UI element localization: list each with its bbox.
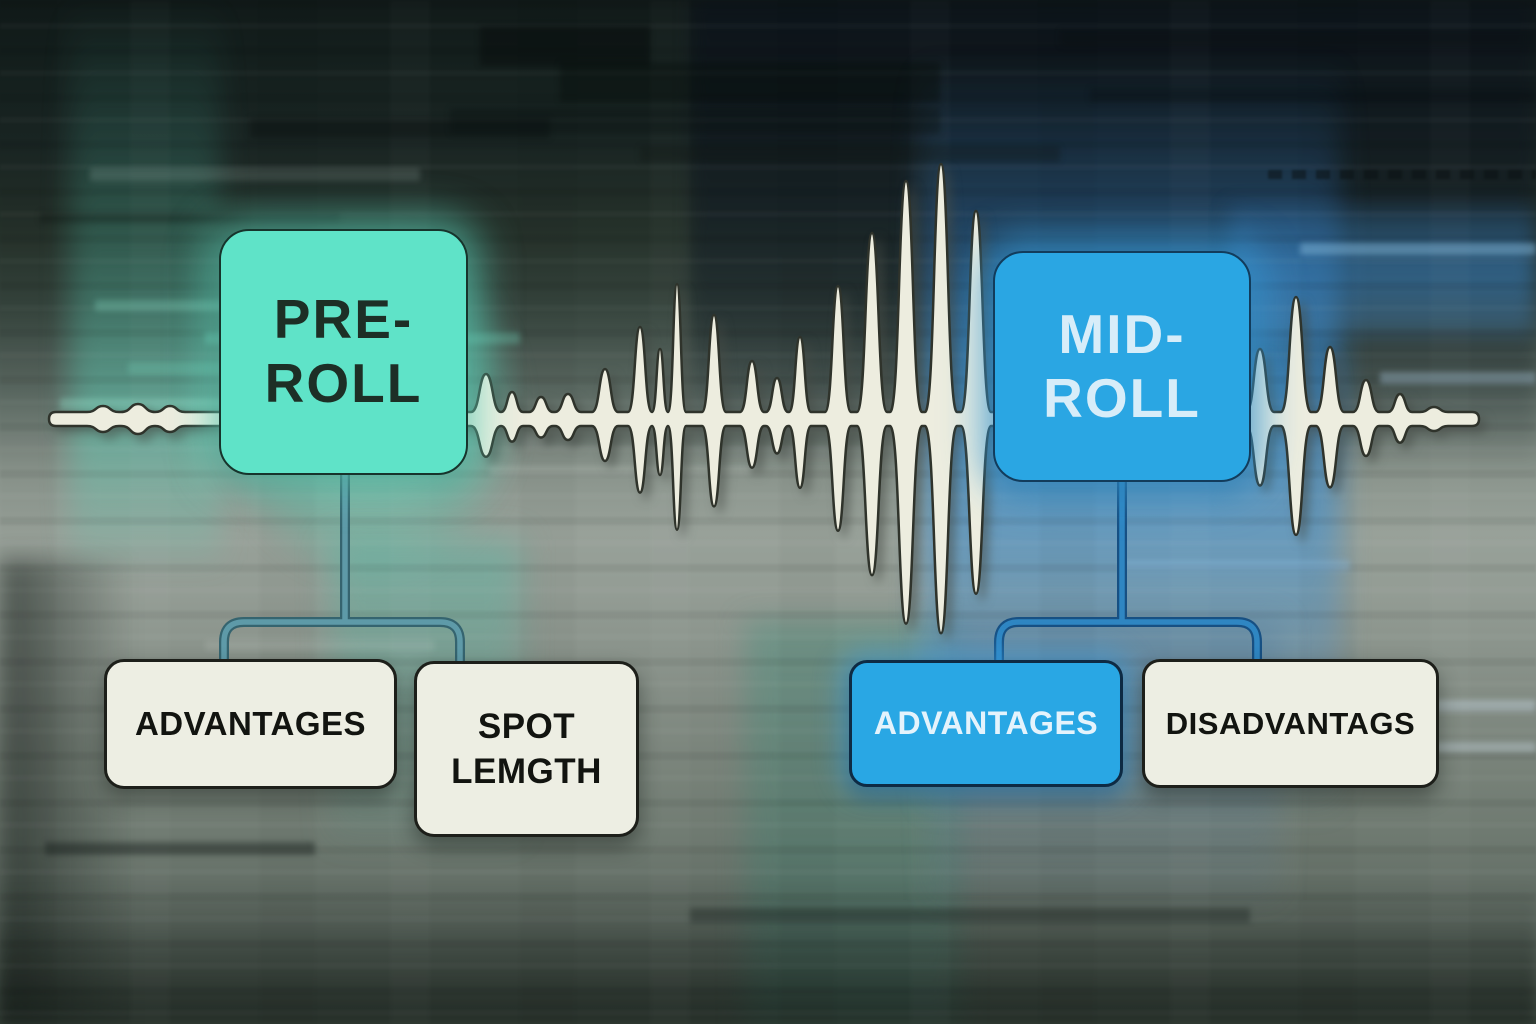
node-mid-roll: MID- ROLL [993, 251, 1251, 482]
node-label: SPOT [477, 706, 576, 746]
node-label: DISADVANTAGS [1165, 705, 1416, 741]
node-label: MID- [1058, 302, 1186, 365]
node-label: ROLL [264, 352, 423, 414]
node-label: ROLL [1043, 366, 1201, 429]
node-label: ADVANTAGES [134, 705, 367, 742]
node-pre-roll-advantages: ADVANTAGES [104, 659, 397, 789]
node-label: PRE- [273, 288, 414, 351]
node-label: ADVANTAGES [873, 705, 1099, 741]
node-mid-roll-advantages: ADVANTAGES [849, 660, 1123, 787]
node-label: LEMGTH [451, 752, 602, 791]
node-pre-roll: PRE- ROLL [219, 229, 468, 475]
node-mid-roll-disadvantages: DISADVANTAGS [1142, 659, 1439, 788]
node-spot-length: SPOT LEMGTH [414, 661, 639, 837]
